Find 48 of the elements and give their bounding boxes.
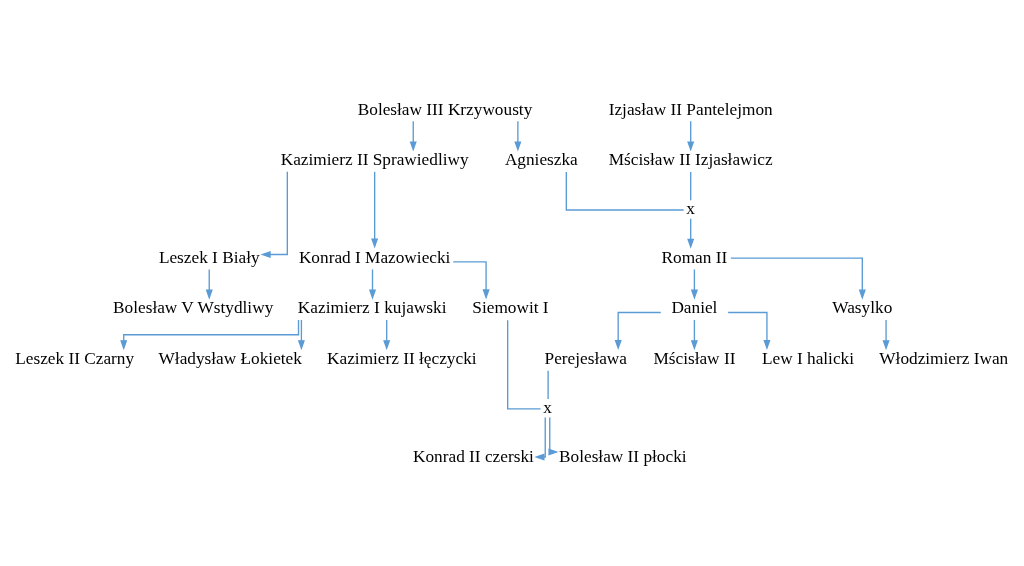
arrow xyxy=(371,170,379,249)
node-text: Lew I halicki xyxy=(761,348,854,368)
node-text: Bolesław V Wstydliwy xyxy=(113,297,274,317)
arrow xyxy=(727,311,771,350)
arrow xyxy=(882,318,890,350)
node-text: Konrad II czerski xyxy=(413,446,534,466)
node-text: Perejesława xyxy=(544,348,627,368)
arrow xyxy=(730,257,866,300)
node-text: Bolesław III Krzywousty xyxy=(357,99,533,119)
arrow xyxy=(687,120,695,152)
arrow xyxy=(120,318,300,350)
node-text: Mścisław II xyxy=(653,348,736,368)
node-text: Siemowit I xyxy=(472,297,549,317)
node-text: Kazimierz I kujawski xyxy=(297,297,447,317)
node-text: x xyxy=(686,198,696,218)
node-text: Agnieszka xyxy=(504,149,578,169)
arrow xyxy=(297,318,305,350)
arrow xyxy=(614,311,662,350)
node-text: Roman II xyxy=(661,247,728,267)
node-text: Bolesław II płocki xyxy=(559,446,687,466)
arrow xyxy=(368,268,377,300)
node-text: x xyxy=(543,397,552,417)
connector xyxy=(507,319,542,409)
arrow xyxy=(548,416,559,456)
node-text: Kazimierz II Sprawiedliwy xyxy=(280,149,469,169)
arrow xyxy=(383,318,391,350)
connector xyxy=(565,170,685,211)
arrow xyxy=(534,416,546,460)
arrow xyxy=(690,318,698,350)
node-text: Daniel xyxy=(671,297,718,317)
node-text: Wasylko xyxy=(832,297,893,317)
node-text: Konrad I Mazowiecki xyxy=(298,247,451,267)
arrow xyxy=(687,217,695,249)
connector xyxy=(690,170,692,201)
arrow xyxy=(452,260,490,299)
arrow xyxy=(260,170,288,258)
node-text: Leszek I Biały xyxy=(158,247,260,267)
node-text: Mścisław II Izjasławicz xyxy=(608,149,773,169)
node-text: Leszek II Czarny xyxy=(15,348,135,368)
arrow xyxy=(409,120,417,152)
node-text: Władysław Łokietek xyxy=(158,348,302,368)
node-text: Włodzimierz Iwan xyxy=(879,348,1009,368)
arrow xyxy=(690,268,698,300)
node-text: Izjasław II Pantelejmon xyxy=(608,99,773,119)
arrow xyxy=(205,268,213,300)
node-text: Kazimierz II łęczycki xyxy=(327,348,477,368)
arrow xyxy=(514,120,522,152)
connector xyxy=(547,369,549,400)
